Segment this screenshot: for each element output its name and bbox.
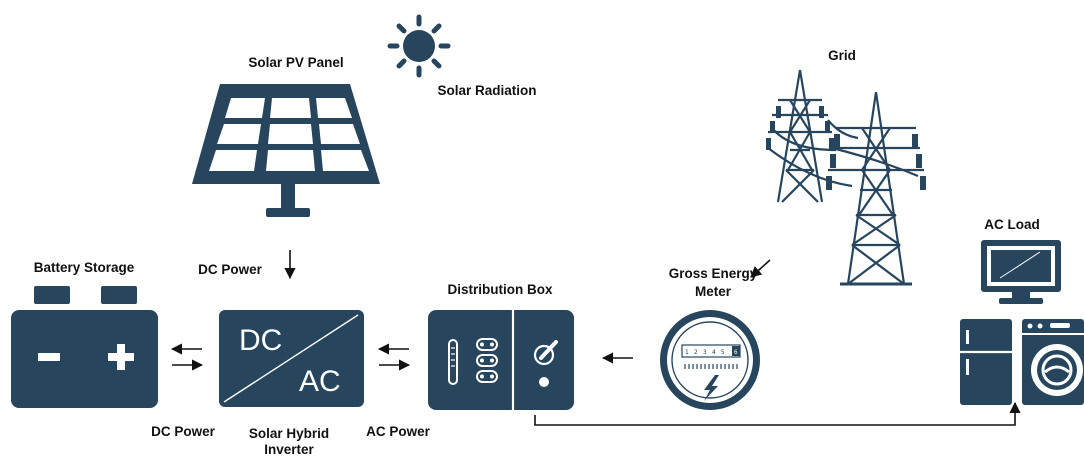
meter-digit: 3 (703, 349, 707, 356)
inverter-ac-text: AC (299, 365, 341, 398)
inverter-icon: DC AC (219, 310, 364, 407)
ac-power-label: AC Power (366, 424, 431, 439)
gross-energy-meter-label-line2: Meter (695, 284, 732, 299)
gross-energy-meter-label: Gross Energy (669, 266, 758, 281)
energy-meter-icon (660, 310, 760, 410)
washing-machine-icon (1022, 319, 1084, 405)
battery-storage-label: Battery Storage (34, 260, 135, 275)
meter-digit: 1 (685, 349, 689, 356)
inverter-label-line2: Inverter (264, 442, 314, 456)
sun-icon (387, 14, 451, 78)
dc-power-bottom-label: DC Power (151, 424, 216, 439)
fridge-icon (960, 319, 1012, 405)
dc-power-top-label: DC Power (198, 262, 263, 277)
inverter-dc-text: DC (239, 324, 282, 357)
solar-panel-icon (192, 84, 380, 217)
grid-label: Grid (828, 48, 856, 63)
inverter-label: Solar Hybrid (249, 426, 329, 441)
insulator-icons (766, 106, 926, 190)
meter-digit: 4 (712, 349, 716, 356)
flow-arrows (170, 250, 1021, 426)
meter-digit: 6 (734, 349, 738, 356)
distribution-box-icon (428, 310, 574, 410)
ac-load-label: AC Load (984, 217, 1040, 232)
solar-radiation-label: Solar Radiation (437, 83, 536, 98)
transmission-tower-icon (767, 69, 924, 286)
meter-digit: 2 (694, 349, 698, 356)
distribution-box-label: Distribution Box (448, 282, 553, 297)
meter-digit: 5 (721, 349, 725, 356)
solar-pv-panel-label: Solar PV Panel (248, 55, 343, 70)
battery-icon (11, 286, 158, 408)
monitor-icon (981, 240, 1061, 304)
